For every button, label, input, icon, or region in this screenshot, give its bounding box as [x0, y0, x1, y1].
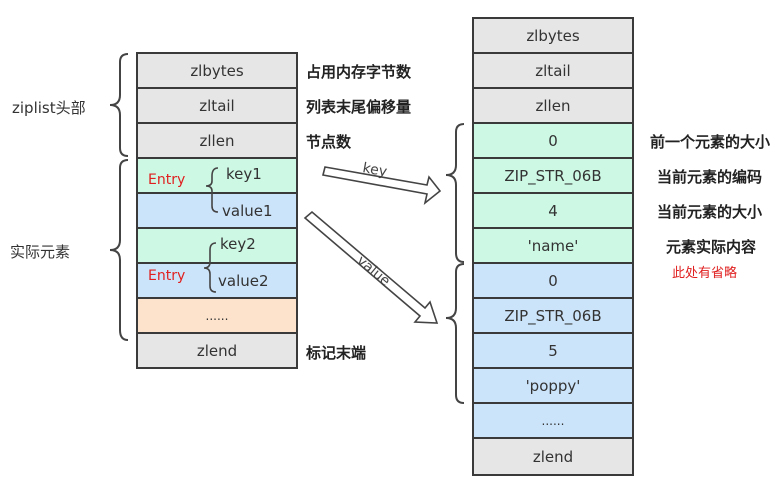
- right-cell-zllen: zllen: [472, 87, 634, 124]
- annotation-zlend: 标记末端: [306, 344, 367, 362]
- right-cell-value-prevlen: 0: [472, 262, 634, 299]
- annotation-zlbytes: 占用内存字节数: [306, 63, 412, 81]
- cell-text: 'poppy': [525, 376, 581, 395]
- entry1-value-label: value1: [222, 202, 273, 220]
- annotation-zllen: 节点数: [306, 133, 352, 151]
- annotation-prevlen: 前一个元素的大小: [650, 133, 771, 151]
- right-cell-zlend: zlend: [472, 437, 634, 476]
- right-cell-zltail: zltail: [472, 52, 634, 89]
- key-arrow-label: key: [361, 160, 388, 180]
- brace-header: [109, 53, 129, 157]
- entry2-key-label: key2: [220, 235, 256, 253]
- cell-text: zlbytes: [526, 26, 580, 45]
- cell-text: zllen: [535, 96, 571, 115]
- right-cell-key-encoding: ZIP_STR_06B: [472, 157, 634, 194]
- cell-text: zlend: [532, 447, 574, 466]
- right-cell-key-prevlen: 0: [472, 122, 634, 159]
- brace-value: [445, 263, 465, 404]
- cell-text: 0: [548, 131, 558, 150]
- entry1-key-label: key1: [226, 165, 262, 183]
- cell-text: 4: [548, 201, 558, 220]
- left-cell-ellipsis: ......: [136, 297, 298, 334]
- value-arrow: [303, 210, 439, 324]
- annotation-encoding: 当前元素的编码: [657, 168, 763, 186]
- right-cell-value-content: 'poppy': [472, 367, 634, 404]
- cell-text: zlend: [196, 341, 238, 360]
- value-arrow-label: value: [353, 253, 393, 290]
- entry2-label: Entry: [148, 268, 186, 284]
- cell-text: 5: [548, 341, 558, 360]
- cell-text: 0: [548, 271, 558, 290]
- cell-text: zltail: [535, 61, 571, 80]
- right-cell-key-content: 'name': [472, 227, 634, 264]
- key-arrow: [322, 166, 442, 206]
- left-cell-zlend: zlend: [136, 332, 298, 369]
- left-cell-key2: [136, 227, 298, 264]
- group-label-header: ziplist头部: [12, 99, 86, 117]
- omission-note: 此处有省略: [672, 266, 738, 281]
- cell-text: ......: [541, 413, 565, 428]
- brace-key: [445, 123, 465, 263]
- cell-text: ZIP_STR_06B: [504, 306, 602, 325]
- cell-text: 'name': [527, 236, 579, 255]
- left-cell-value1: [136, 192, 298, 229]
- cell-text: zllen: [199, 131, 235, 150]
- right-cell-key-length: 4: [472, 192, 634, 229]
- right-cell-value-encoding: ZIP_STR_06B: [472, 297, 634, 334]
- brace-elements: [109, 159, 129, 341]
- entry1-label: Entry: [148, 172, 186, 188]
- cell-text: zltail: [199, 96, 235, 115]
- right-cell-zlbytes: zlbytes: [472, 17, 634, 54]
- right-cell-ellipsis: ......: [472, 402, 634, 439]
- annotation-content: 元素实际内容: [666, 238, 757, 256]
- right-cell-value-length: 5: [472, 332, 634, 369]
- group-label-elements: 实际元素: [10, 243, 71, 261]
- cell-text: ......: [205, 308, 229, 323]
- annotation-length: 当前元素的大小: [657, 203, 763, 221]
- left-cell-zllen: zllen: [136, 122, 298, 159]
- entry2-value-label: value2: [218, 272, 269, 290]
- cell-text: ZIP_STR_06B: [504, 166, 602, 185]
- left-cell-zltail: zltail: [136, 87, 298, 124]
- cell-text: zlbytes: [190, 61, 244, 80]
- left-cell-zlbytes: zlbytes: [136, 52, 298, 89]
- annotation-zltail: 列表末尾偏移量: [306, 98, 412, 116]
